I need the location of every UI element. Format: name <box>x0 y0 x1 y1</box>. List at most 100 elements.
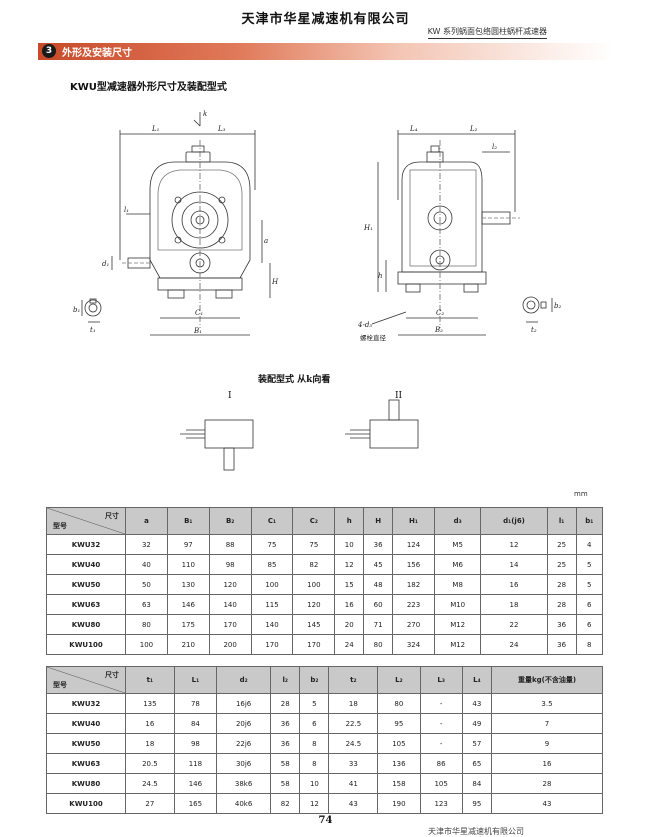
table-cell: 130 <box>166 574 210 595</box>
table2-col: L₁ <box>173 666 218 694</box>
table-cell: 86 <box>419 753 463 774</box>
table-cell: 85 <box>250 554 294 575</box>
table-cell: 140 <box>250 614 294 635</box>
table1-col: B₁ <box>166 507 210 535</box>
table-cell: 115 <box>250 594 294 615</box>
table-cell: 105 <box>377 733 421 754</box>
company-name: 天津市华星减速机有限公司 <box>241 12 410 27</box>
table-cell: 28 <box>546 574 577 595</box>
table-row: KWU40 16 84 20j6 36 6 22.5 95 - 49 7 <box>46 713 603 734</box>
table-cell: 6 <box>575 594 604 615</box>
table-cell: 5 <box>299 693 330 714</box>
front-shaft-key-detail <box>81 298 102 323</box>
table-cell: 82 <box>270 793 301 814</box>
unit-label: mm <box>574 490 588 498</box>
table-cell: 43 <box>328 793 379 814</box>
svg-text:a: a <box>264 237 268 245</box>
table-row: KWU80 80 175 170 140 145 20 71 270 M12 2… <box>46 614 604 635</box>
table-cell: 28 <box>546 594 577 615</box>
table-row: KWU100 27 165 40k6 82 12 43 190 123 95 4… <box>46 793 603 814</box>
svg-text:C₁: C₁ <box>195 309 203 317</box>
table-cell: 45 <box>363 554 394 575</box>
table2-col: L₂ <box>377 666 421 694</box>
svg-text:B₁: B₁ <box>193 327 202 335</box>
table-cell: 18 <box>125 733 175 754</box>
table-cell: 20.5 <box>125 753 175 774</box>
section-number: 3 <box>42 44 56 58</box>
table-cell: 28 <box>270 693 301 714</box>
table1-col: H <box>363 507 394 535</box>
dimension-table-2: 尺寸 型号 t₁ L₁ d₂ l₂ b₂ t₂ L₂ L₃ L₄ 重量kg(不含… <box>46 666 603 814</box>
table-cell: 32 <box>125 534 168 555</box>
table-cell: 16 <box>480 574 548 595</box>
table-cell: 22.5 <box>328 713 379 734</box>
table-cell: 190 <box>377 793 421 814</box>
table-cell: 82 <box>292 554 336 575</box>
table-cell: 30j6 <box>216 753 272 774</box>
table-cell: 25 <box>546 554 577 575</box>
table-cell: 120 <box>292 594 336 615</box>
table-cell: 124 <box>392 534 435 555</box>
table-cell: M5 <box>433 534 482 555</box>
table-cell: 65 <box>461 753 493 774</box>
model-cell: KWU80 <box>46 614 126 635</box>
table-cell: 9 <box>491 733 603 754</box>
table1-col: H₁ <box>392 507 435 535</box>
table-cell: 6 <box>299 713 330 734</box>
svg-text:H: H <box>271 278 279 286</box>
table-cell: 20j6 <box>216 713 272 734</box>
svg-text:h: h <box>378 272 383 280</box>
svg-text:L₄: L₄ <box>409 125 418 133</box>
table1-col: l₁ <box>546 507 577 535</box>
table-row: KWU63 20.5 118 30j6 58 8 33 136 86 65 16 <box>46 753 603 774</box>
table-cell: 135 <box>125 693 175 714</box>
table-cell: 98 <box>173 733 218 754</box>
table-cell: 95 <box>377 713 421 734</box>
model-cell: KWU100 <box>46 634 126 655</box>
table-cell: 36 <box>363 534 394 555</box>
table-cell: 24 <box>480 634 548 655</box>
svg-text:l₂: l₂ <box>492 143 497 151</box>
svg-text:b₂: b₂ <box>554 302 561 310</box>
side-shaft-key-detail <box>522 296 553 323</box>
table-cell: 146 <box>173 773 218 794</box>
assembly-type-2-drawing <box>345 399 419 449</box>
model-cell: KWU40 <box>46 713 126 734</box>
table-cell: 98 <box>208 554 252 575</box>
table-cell: 324 <box>392 634 435 655</box>
table-cell: 100 <box>250 574 294 595</box>
table-row: KWU63 63 146 140 115 120 16 60 223 M10 1… <box>46 594 604 615</box>
side-view-drawing <box>371 130 520 336</box>
table-cell: 105 <box>419 773 463 794</box>
assembly-type-2-label: II <box>395 391 403 401</box>
table-row: KWU80 24.5 146 38k6 58 10 41 158 105 84 … <box>46 773 603 794</box>
table-cell: 60 <box>363 594 394 615</box>
table-cell: 80 <box>363 634 394 655</box>
svg-text:L₂: L₂ <box>469 125 478 133</box>
table-cell: 165 <box>173 793 218 814</box>
table-cell: 95 <box>461 793 493 814</box>
table-cell: 25 <box>546 534 577 555</box>
table-cell: 36 <box>270 713 301 734</box>
table-cell: 146 <box>166 594 210 615</box>
model-cell: KWU32 <box>46 534 126 555</box>
table1-col: a <box>125 507 168 535</box>
table-cell: 84 <box>173 713 218 734</box>
table1-col: d₁(j6) <box>480 507 548 535</box>
table-cell: 75 <box>250 534 294 555</box>
front-view-drawing <box>111 112 271 336</box>
table-cell: 22j6 <box>216 733 272 754</box>
table-row: KWU100 100 210 200 170 170 24 80 324 M12… <box>46 634 604 655</box>
table-cell: 16 <box>125 713 175 734</box>
table1-corner-cell: 尺寸 型号 <box>46 507 126 535</box>
svg-text:t₂: t₂ <box>531 326 537 334</box>
table1-col: h <box>334 507 365 535</box>
svg-text:L₃: L₃ <box>217 125 226 133</box>
table-cell: 18 <box>328 693 379 714</box>
svg-text:B₂: B₂ <box>434 326 443 334</box>
table1-corner-top: 尺寸 <box>105 512 119 520</box>
table-cell: 84 <box>461 773 493 794</box>
table-cell: 24 <box>334 634 365 655</box>
table-cell: 80 <box>377 693 421 714</box>
table-cell: 33 <box>328 753 379 774</box>
